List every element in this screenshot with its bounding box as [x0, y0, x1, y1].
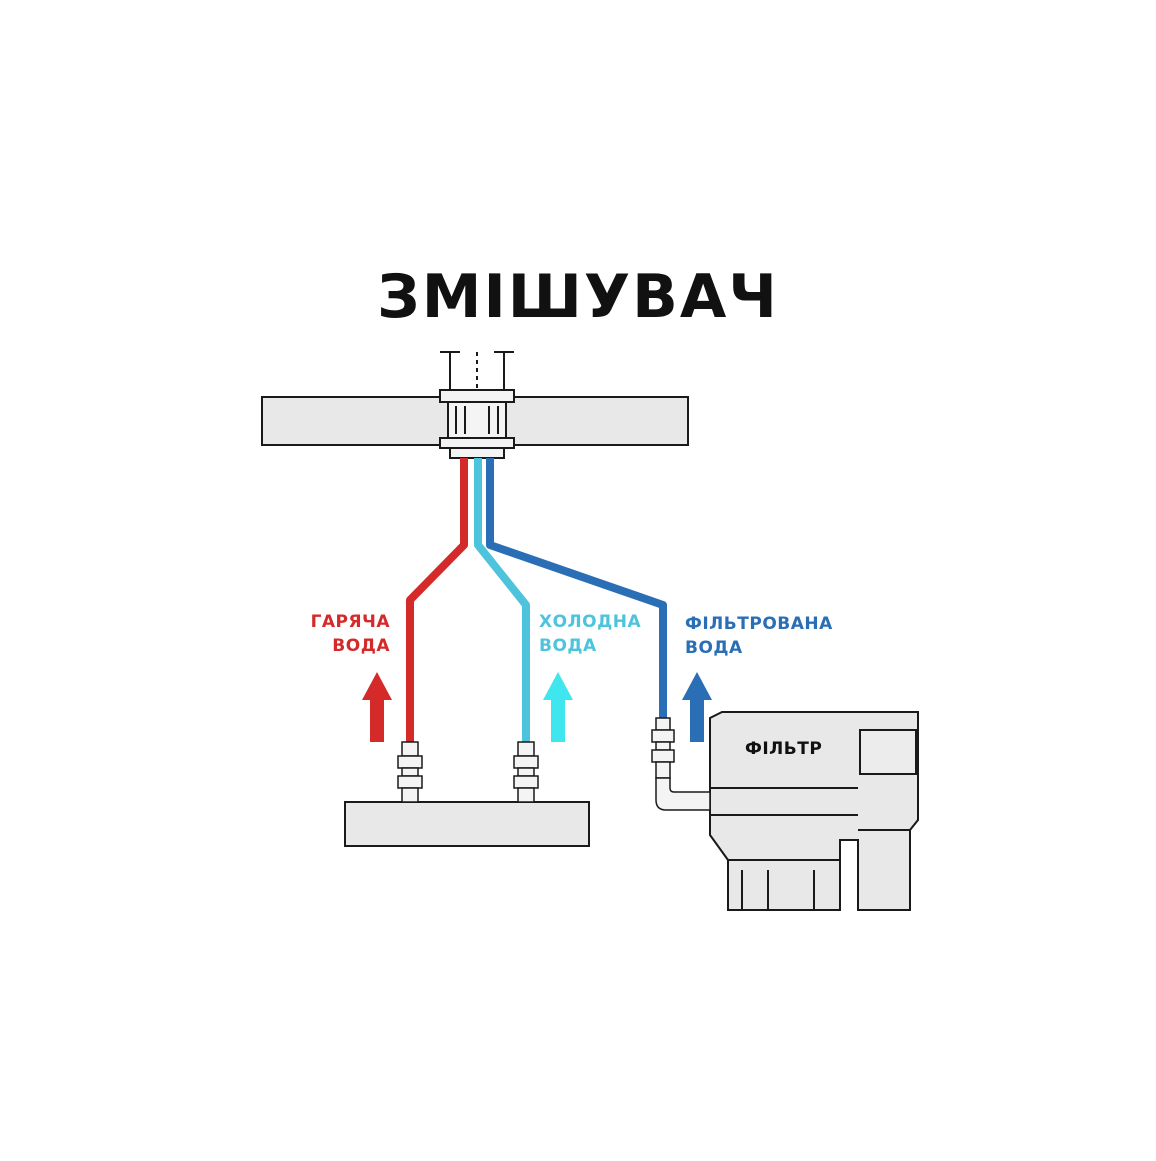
hot-water-label-line1: ГАРЯЧА: [310, 612, 390, 632]
cold-valve-fitting: [513, 741, 539, 803]
cold-water-label-line1: ХОЛОДНА: [539, 612, 642, 632]
filtered-water-hose: [486, 458, 667, 720]
filtered-water-label: ФІЛЬТРОВАНА ВОДА: [685, 612, 833, 660]
filtered-water-label-line1: ФІЛЬТРОВАНА: [685, 614, 833, 634]
filter-unit: [709, 711, 919, 911]
diagram-title: ЗМІШУВАЧ: [377, 262, 779, 332]
filter-outlet-fitting: [651, 717, 711, 811]
filtered-arrow-icon: [682, 672, 712, 742]
hot-valve-fitting: [397, 741, 423, 803]
hot-water-label-line2: ВОДА: [332, 636, 390, 656]
hot-water-label: ГАРЯЧА ВОДА: [290, 610, 390, 658]
filter-label: ФІЛЬТР: [745, 739, 823, 759]
faucet-mount: [439, 351, 515, 459]
filtered-water-label-line2: ВОДА: [685, 638, 743, 658]
hot-water-hose: [406, 458, 468, 745]
cold-water-hose: [474, 458, 530, 745]
cold-water-label-line2: ВОДА: [539, 636, 597, 656]
cold-water-label: ХОЛОДНА ВОДА: [539, 610, 641, 658]
hot-arrow-icon: [362, 672, 392, 742]
cold-arrow-icon: [543, 672, 573, 742]
wall-pipe-block: [344, 801, 590, 847]
